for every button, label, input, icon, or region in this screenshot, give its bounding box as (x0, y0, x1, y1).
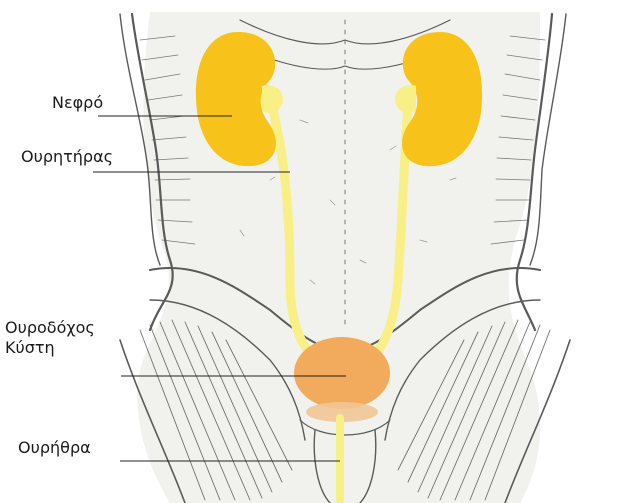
urethra-label: Ουρήθρα (18, 438, 91, 458)
bladder (294, 337, 390, 409)
bladder-label-line2: Κύστη (5, 338, 95, 358)
ureter-label: Ουρητήρας (21, 147, 113, 167)
torso-sketch (120, 12, 570, 503)
kidney-label: Νεφρό (52, 93, 103, 113)
bladder-label-line1: Ουροδόχος (5, 318, 95, 338)
bladder-label: Ουροδόχος Κύστη (5, 318, 95, 358)
